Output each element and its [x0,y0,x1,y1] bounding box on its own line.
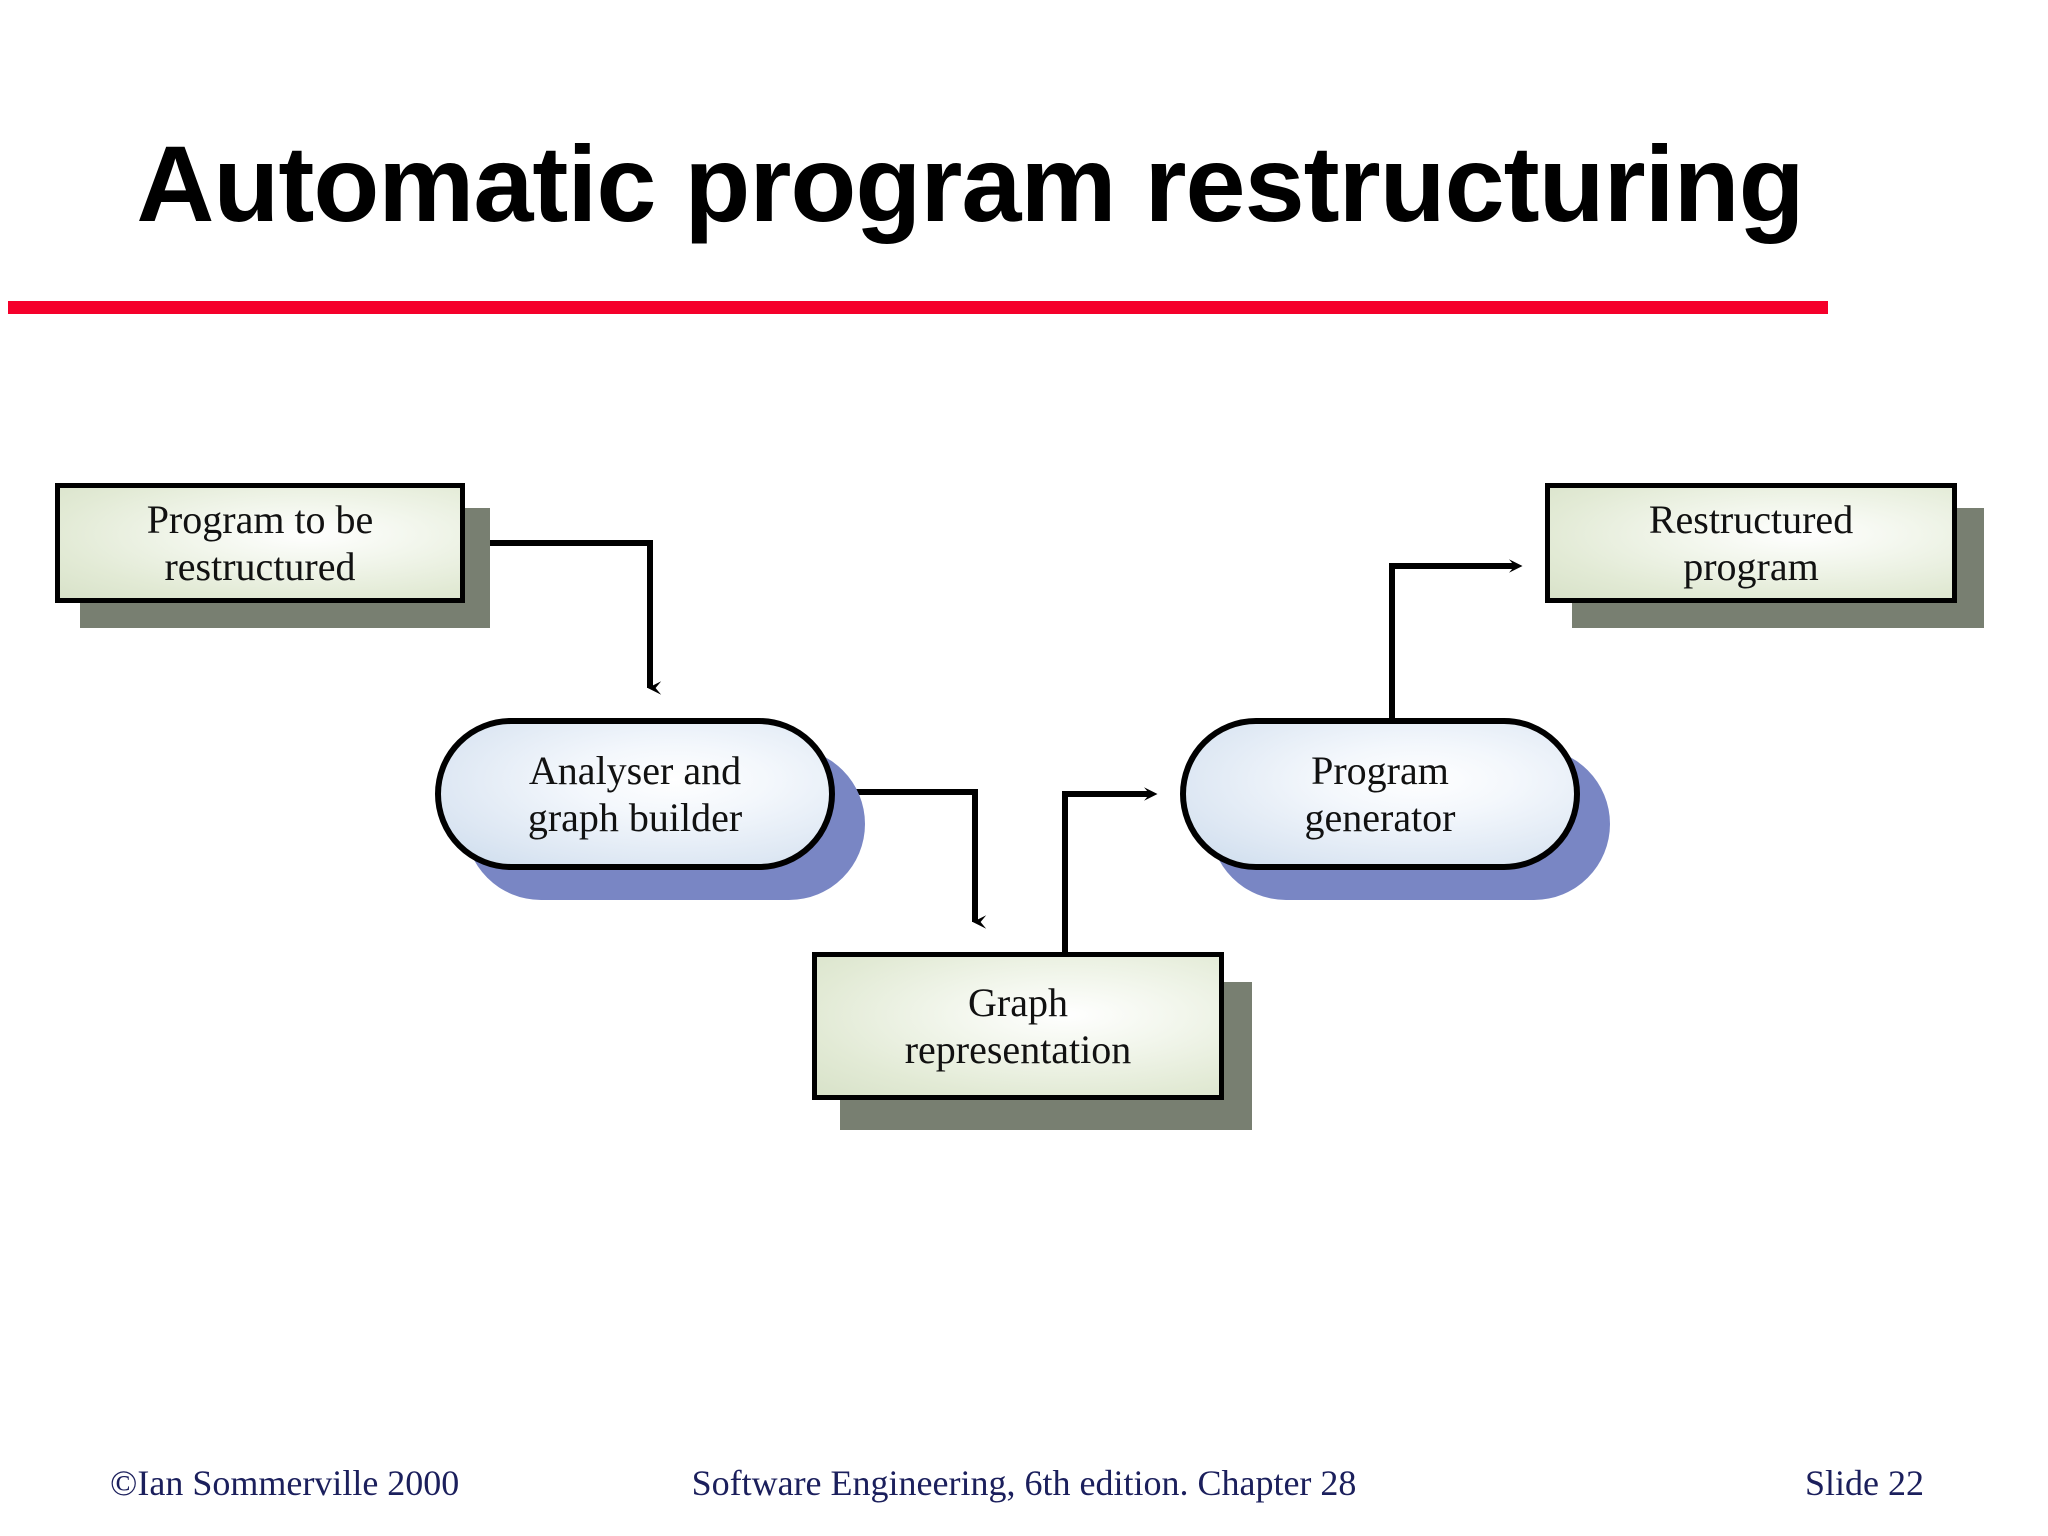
node-label-line2: generator [1304,795,1456,840]
node-label-line2: representation [904,1027,1132,1072]
node-label: Analyser and graph builder [528,747,742,841]
edge-program-to-analyser [465,540,662,695]
footer-copyright: ©Ian Sommerville 2000 [110,1463,460,1503]
node-label-line2: restructured [164,544,356,589]
node-label-line1: Graph [968,979,1068,1025]
node-label-line1: Program [1311,747,1449,793]
edge-generator-to-restructured [1389,559,1523,718]
node-graph-representation[interactable]: Graph representation [812,952,1224,1100]
node-restructured-program[interactable]: Restructured program [1545,483,1957,603]
node-label-line1: Program to be [146,496,374,542]
footer-source: Software Engineering, 6th edition. Chapt… [691,1463,1357,1503]
footer-slide-number: Slide 22 [1804,1463,1924,1503]
edge-graph-to-generator [1062,787,1158,952]
node-label-line1: Analyser and [528,747,742,793]
node-label-line2: graph builder [527,795,743,840]
node-label-line1: Restructured [1648,496,1854,542]
title-underline-rule [8,301,1828,314]
node-label: Restructured program [1649,496,1853,590]
page-title: Automatic program restructuring [136,123,1804,244]
node-label: Program to be restructured [147,496,374,590]
node-label: Graph representation [905,979,1132,1073]
node-label-line2: program [1683,544,1819,589]
node-program-generator[interactable]: Program generator [1180,718,1580,870]
node-analyser-and-graph-builder[interactable]: Analyser and graph builder [435,718,835,870]
edge-analyser-to-graph [835,789,987,929]
node-program-to-be-restructured[interactable]: Program to be restructured [55,483,465,603]
node-label: Program generator [1304,747,1455,841]
